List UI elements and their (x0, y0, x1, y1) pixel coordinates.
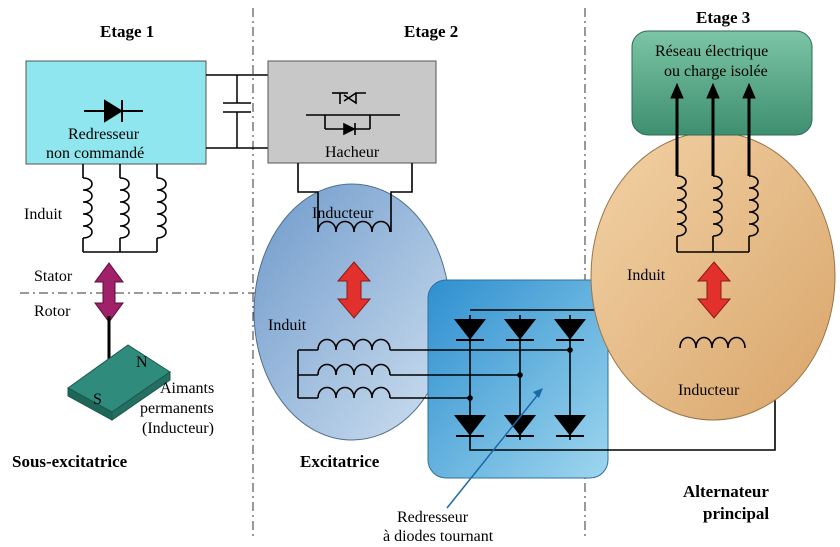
stage3-field-coil (679, 336, 746, 349)
bridge-diodes (453, 319, 587, 437)
stage-2-title: Etage 2 (404, 22, 458, 41)
magnets-label-line3: (Inducteur) (142, 420, 214, 437)
network-label-line1: Réseau électrique (655, 43, 768, 60)
stage3-armature-coils (676, 175, 759, 253)
output-arrows (670, 82, 756, 176)
diode-symbol (84, 99, 143, 123)
rotor-label: Rotor (34, 303, 71, 320)
chopper-label: Hacheur (325, 144, 380, 161)
rectifier-label-line1: Redresseur (68, 126, 140, 143)
magnet-s-label: S (93, 391, 102, 408)
rectifier-pointer-head (533, 388, 543, 398)
stage2-armature-label: Induit (268, 317, 307, 334)
rectifier-pointer (446, 391, 541, 509)
rectifier-label-line2: non commandé (46, 145, 144, 162)
stage-3-title: Etage 3 (696, 8, 750, 27)
exciter-coupling-arrow (336, 261, 372, 319)
magnets-label-line1: Aimants (160, 380, 214, 397)
chopper-box (267, 60, 437, 164)
stage1-armature-label: Induit (24, 206, 63, 223)
igbt-symbol (306, 92, 400, 136)
alternator-title-line1: Alternateur (683, 482, 769, 501)
stator-label: Stator (34, 268, 73, 285)
stage-1-title: Etage 1 (100, 22, 154, 41)
permanent-magnet (67, 344, 171, 421)
stage3-field-label: Inducteur (678, 382, 740, 399)
stage2-armature-coils (297, 338, 570, 399)
stage2-field-label: Inducteur (312, 205, 374, 222)
magnets-label-line2: permanents (140, 400, 214, 417)
magnet-n-label: N (136, 354, 148, 371)
diode-rectifier-label-line2: à diodes tournant (383, 528, 494, 545)
alternator-coupling-arrow (696, 261, 732, 319)
stage1-armature-coils (82, 164, 167, 253)
diode-rectifier-label-line1: Redresseur (397, 509, 469, 526)
stage3-armature-label: Induit (627, 267, 666, 284)
bridge-nodes (467, 347, 573, 401)
sub-exciter-title: Sous-excitatrice (12, 452, 128, 471)
dc-link (206, 74, 268, 149)
exciter-title: Excitatrice (300, 452, 380, 471)
alternator-title-line2: principal (703, 504, 769, 523)
network-label-line2: ou charge isolée (664, 63, 768, 80)
stage2-field-coil (297, 163, 413, 233)
